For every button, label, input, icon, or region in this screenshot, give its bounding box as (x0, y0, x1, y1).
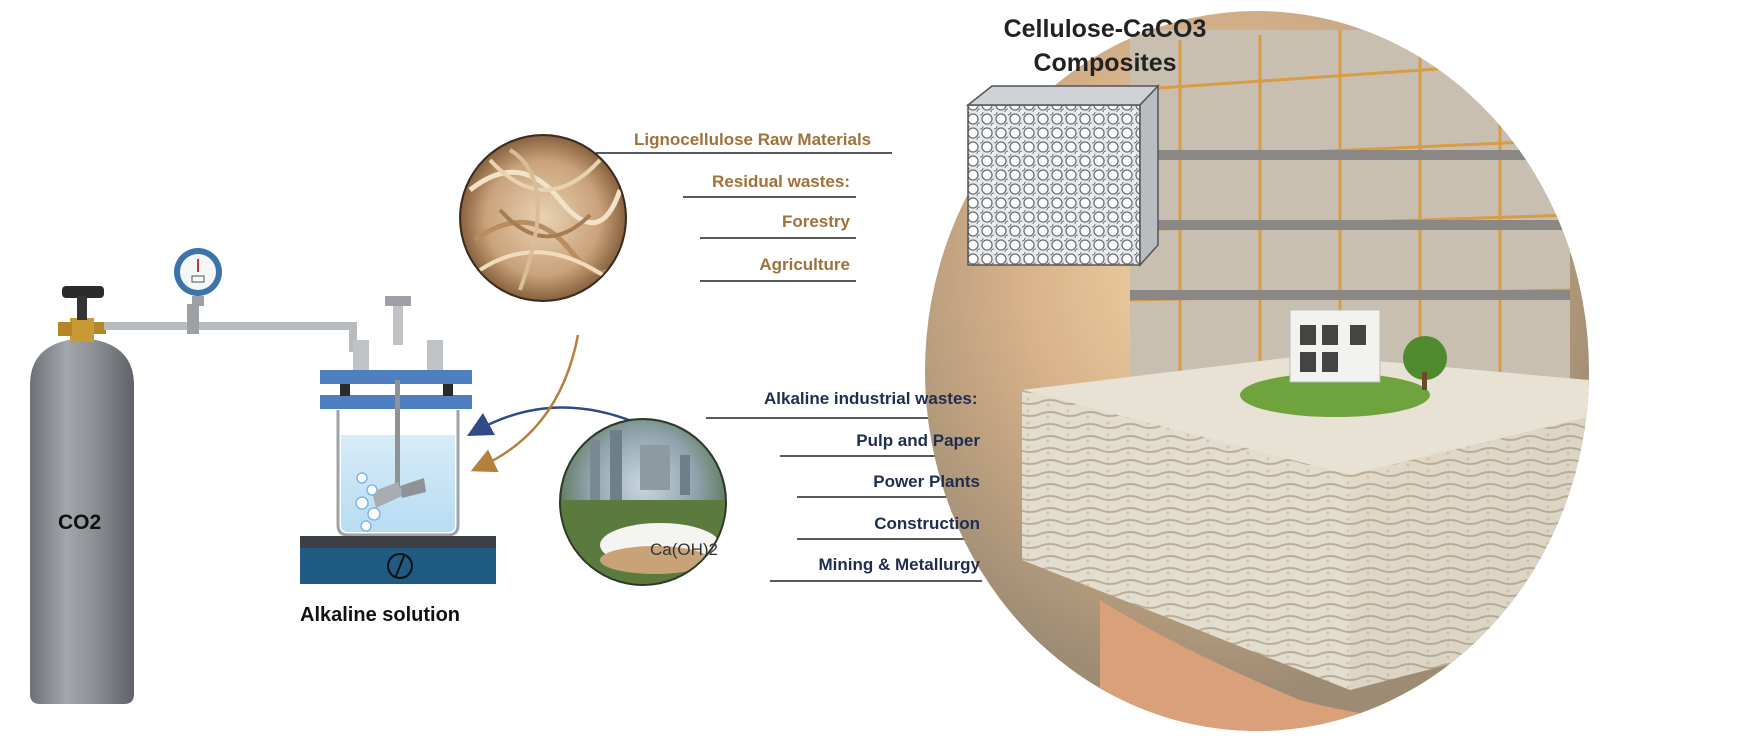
lignocellulose-item: Agriculture (759, 255, 850, 274)
lignocellulose-arrow (470, 334, 580, 473)
stir-knob-icon (387, 553, 413, 579)
cylinder-valve (70, 318, 94, 342)
product-title: Cellulose-CaCO3 Composites (980, 12, 1230, 80)
valve-handwheel-icon (62, 286, 104, 298)
reactor-vessel (320, 296, 472, 537)
gas-line (104, 248, 357, 352)
alkaline-item: Pulp and Paper (856, 431, 980, 450)
lignocellulose-item: Residual wastes: (712, 172, 850, 191)
lignocellulose-item: Forestry (781, 212, 850, 231)
alkaline-item: Power Plants (873, 472, 980, 491)
lignocellulose-rules (596, 152, 892, 282)
lignocellulose-title: Lignocellulose Raw Materials (634, 130, 872, 149)
alkaline-item: Construction (874, 514, 980, 533)
composite-slab-side-right (1350, 390, 1589, 690)
alkaline-title: Alkaline industrial wastes: (764, 389, 978, 408)
grass-patch (1240, 373, 1430, 417)
foam-cube-icon (965, 84, 1160, 267)
alkaline-solution-label: Alkaline solution (300, 604, 461, 626)
product-title-line: Cellulose-CaCO3 (1003, 15, 1207, 43)
model-house (1289, 309, 1381, 383)
lignocellulose-inset (459, 134, 627, 302)
alkaline-item: Mining & Metallurgy (818, 555, 981, 574)
caoh2-label: Ca(OH)2 (650, 540, 719, 559)
tree-icon (1403, 336, 1447, 380)
stir-plate (300, 536, 496, 584)
product-title-line: Composites (1033, 49, 1177, 77)
product-scene (925, 11, 1589, 731)
composite-slab-side-left (1022, 390, 1350, 690)
hand (1100, 600, 1589, 731)
reactor-clamp-top (320, 370, 472, 384)
co2-cylinder (30, 286, 134, 704)
co2-cylinder-label: CO2 (58, 511, 102, 534)
